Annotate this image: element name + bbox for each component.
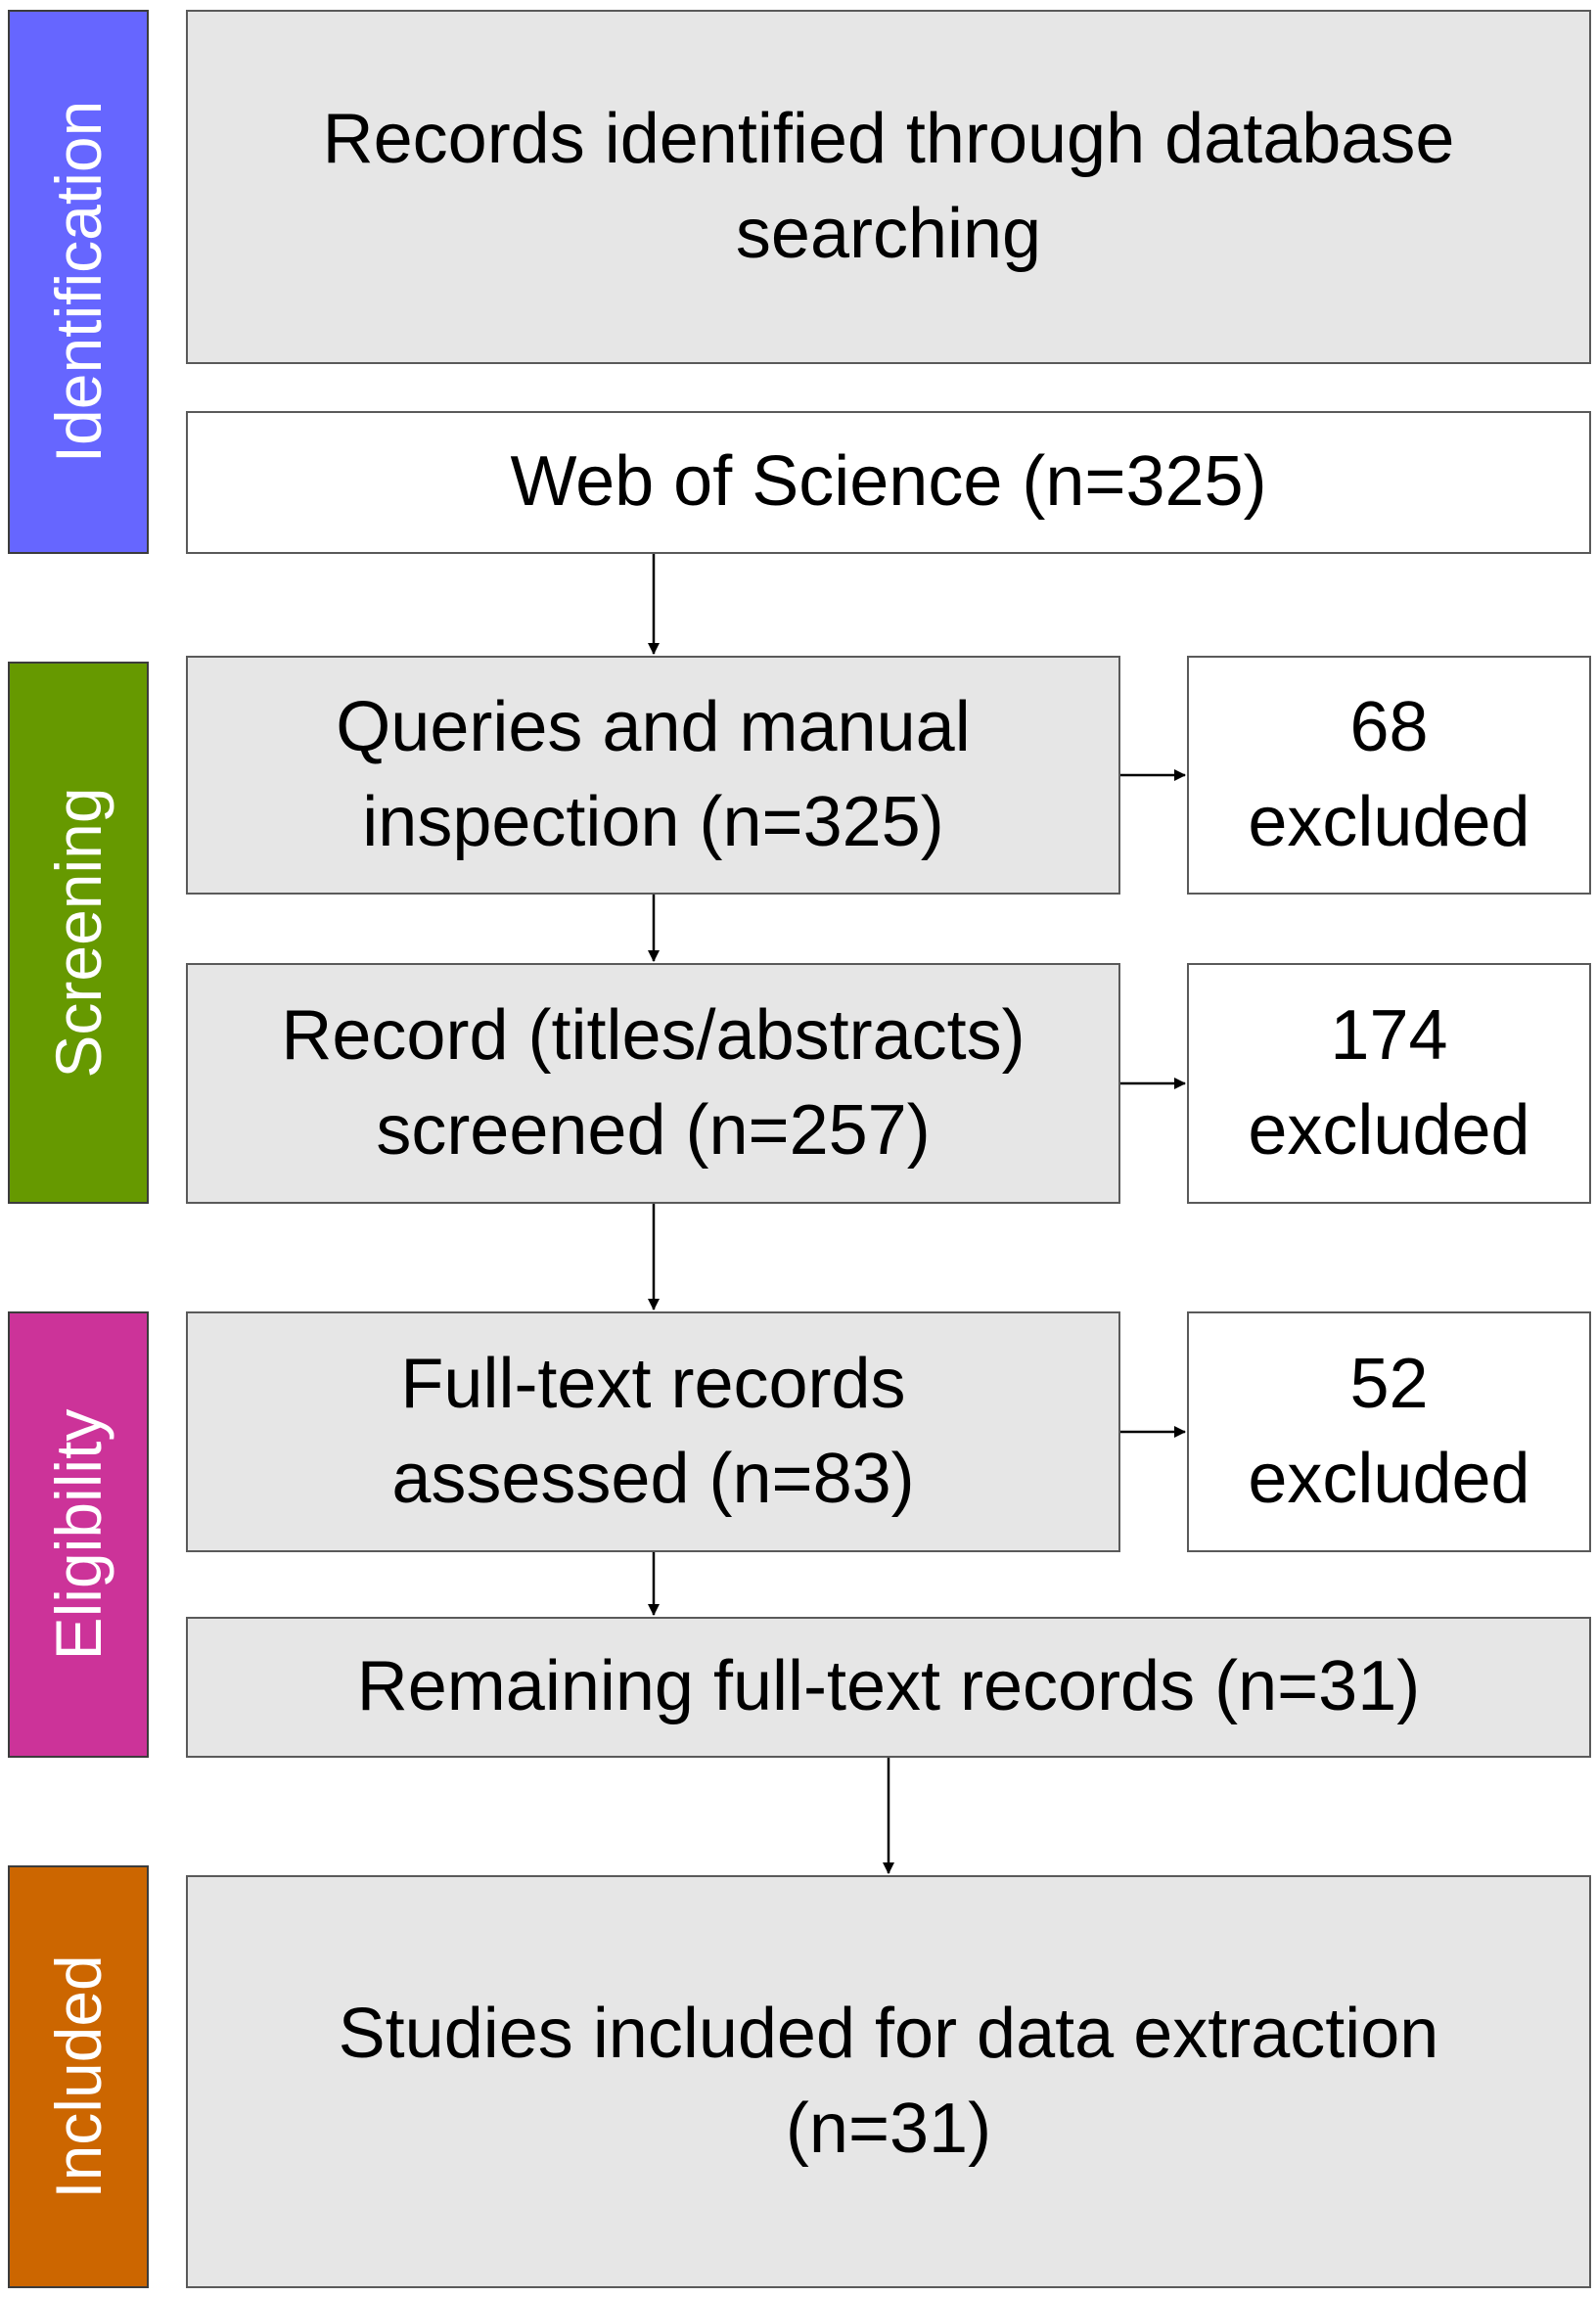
queries-inspection-line-2: inspection (n=325) (362, 783, 944, 861)
excluded-2-count: 174 (1330, 995, 1448, 1075)
fulltext-assessed-line-1: Full-text records (400, 1344, 906, 1423)
records-identified-box: Records identified through database sear… (186, 10, 1591, 364)
records-identified-line-1: Records identified through database (322, 99, 1455, 178)
fulltext-assessed-box: Full-text records assessed (n=83) (186, 1311, 1120, 1552)
records-identified-line-2: searching (735, 195, 1042, 273)
records-screened-box: Record (titles/abstracts) screened (n=25… (186, 963, 1120, 1204)
records-screened-line-1: Record (titles/abstracts) (281, 995, 1026, 1075)
excluded-1-count: 68 (1349, 687, 1429, 766)
excluded-3-count: 52 (1349, 1344, 1429, 1423)
stage-bar-eligibility: Eligibility (8, 1311, 149, 1758)
web-of-science-box: Web of Science (n=325) (186, 411, 1591, 554)
records-screened-line-2: screened (n=257) (376, 1091, 931, 1170)
excluded-3-label: excluded (1248, 1440, 1530, 1518)
queries-inspection-line-1: Queries and manual (336, 687, 971, 766)
web-of-science-text: Web of Science (n=325) (510, 442, 1267, 522)
remaining-fulltext-text: Remaining full-text records (n=31) (356, 1647, 1421, 1726)
remaining-fulltext-box: Remaining full-text records (n=31) (186, 1617, 1591, 1758)
excluded-box-3: 52 excluded (1187, 1311, 1591, 1552)
excluded-box-1: 68 excluded (1187, 656, 1591, 895)
stage-bar-included: Included (8, 1865, 149, 2288)
stage-bar-identification: Identification (8, 10, 149, 554)
studies-included-line-2: (n=31) (785, 2090, 992, 2168)
excluded-2-label: excluded (1248, 1091, 1530, 1170)
fulltext-assessed-line-2: assessed (n=83) (391, 1440, 915, 1518)
queries-inspection-box: Queries and manual inspection (n=325) (186, 656, 1120, 895)
excluded-box-2: 174 excluded (1187, 963, 1591, 1204)
stage-bar-screening: Screening (8, 662, 149, 1204)
excluded-1-label: excluded (1248, 783, 1530, 861)
studies-included-line-1: Studies included for data extraction (338, 1994, 1439, 2073)
studies-included-box: Studies included for data extraction (n=… (186, 1875, 1591, 2288)
